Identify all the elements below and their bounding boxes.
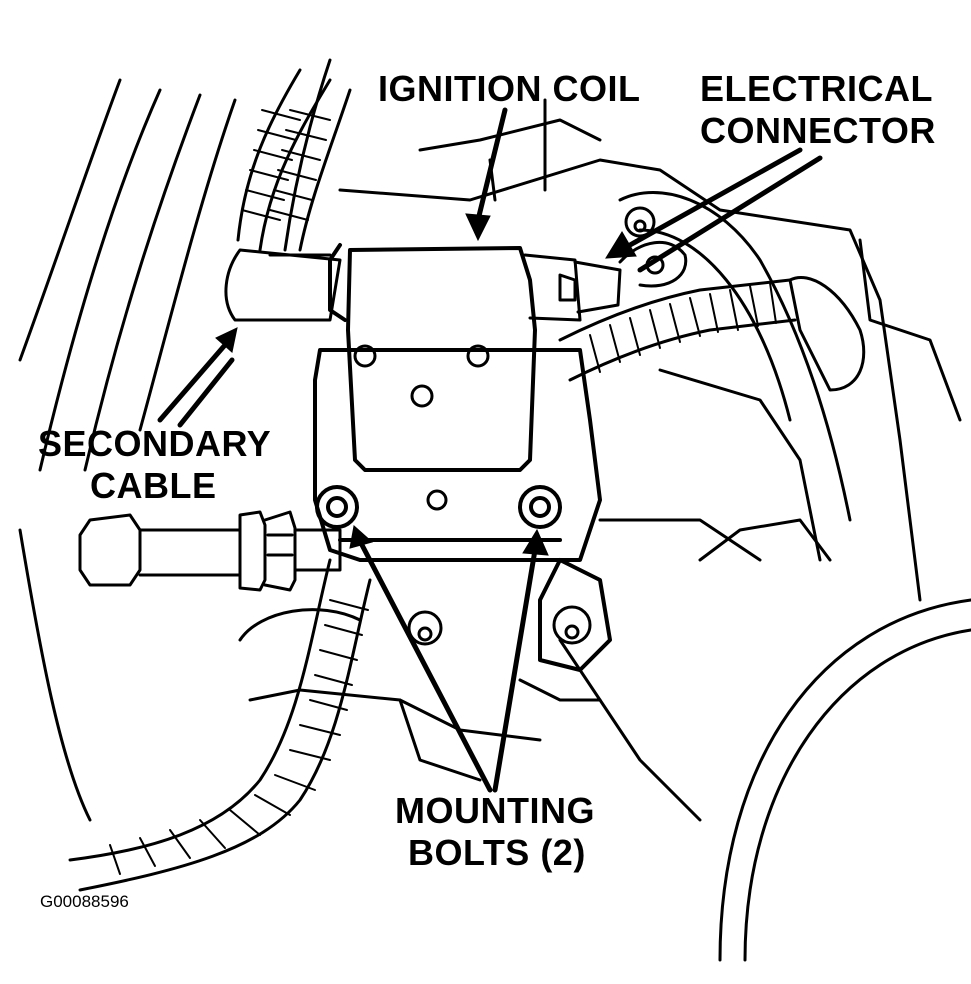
engine-block [238, 98, 962, 822]
cable-ribs [241, 109, 331, 221]
secondary-cable-label-line1: SECONDARY [38, 423, 272, 464]
mounting-bolts [315, 485, 562, 529]
left-stud [78, 510, 342, 592]
electrical-connector-label-line2: CONNECTOR [700, 110, 936, 151]
callout-leaders [157, 107, 823, 793]
figure-id: G00088596 [40, 892, 129, 911]
mounting-bolts-label-line1: MOUNTING [395, 790, 595, 831]
bracket-bolts [407, 206, 656, 646]
electrical-connector-label-line1: ELECTRICAL [700, 68, 933, 109]
harness-ribs [109, 599, 369, 875]
fender-lines [18, 78, 237, 822]
ignition-coil-label: IGNITION COIL [378, 68, 641, 109]
coil-bracket [313, 348, 612, 672]
mounting-bolts-label-line2: BOLTS (2) [408, 832, 586, 873]
ignition-coil-body [328, 243, 537, 472]
pulley-housing [718, 598, 971, 962]
secondary-cable [224, 58, 352, 322]
harness-right-ribs [589, 282, 777, 373]
coil-holes [353, 344, 490, 511]
wiring-harness-right [558, 275, 866, 392]
secondary-cable-label-line2: CABLE [90, 465, 217, 506]
